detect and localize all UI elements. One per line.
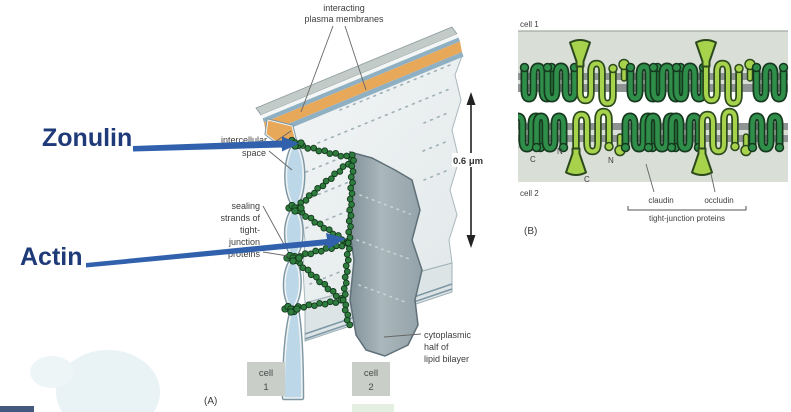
c-terminus-label: C [530, 155, 536, 164]
label-sealing-line4: junction [228, 237, 260, 247]
occludin-label: occludin [704, 196, 733, 205]
panel-b-cell2-label: cell 2 [520, 189, 539, 198]
panel-b-diagram: C N C N [518, 30, 788, 184]
label-sealing-line5: proteins [228, 249, 261, 259]
label-cytoplasmic-line2: half of [424, 342, 449, 352]
label-sealing-line2: strands of [220, 213, 260, 223]
label-interacting-line2: plasma membranes [304, 14, 384, 24]
scale-arrow: 0.6 μm [452, 92, 496, 248]
template-bar [0, 406, 34, 412]
bracket [627, 206, 747, 211]
label-intercellular-line1: intercellular [221, 135, 267, 145]
zonulin-annotation: Zonulin [42, 124, 133, 152]
annotation-arrows [86, 136, 346, 268]
actin-annotation: Actin [20, 243, 83, 271]
panel-a-labels: interacting plasma membranes intercellul… [204, 3, 472, 407]
n-terminus-label: N [557, 147, 563, 156]
panel-b-figure: cell 1 [518, 20, 791, 237]
panel-b-letter: (B) [524, 226, 537, 237]
claudin-label: claudin [648, 196, 673, 205]
tight-junction-proteins-label: tight-junction proteins [649, 214, 725, 223]
plasma-membrane-bar [255, 26, 464, 138]
actin-arrow [86, 233, 346, 268]
label-interacting-line1: interacting [323, 3, 365, 13]
label-sealing-line3: tight- [240, 225, 260, 235]
panel-a-letter: (A) [204, 396, 217, 407]
label-cytoplasmic-line3: lipid bilayer [424, 354, 469, 364]
panel-a-figure: 0.6 μm interacting plasma membranes inte… [0, 3, 496, 412]
cell2-number: 2 [368, 382, 373, 393]
decorative-blob [0, 350, 394, 412]
label-sealing-line1: sealing [231, 201, 260, 211]
label-intercellular-line2: space [242, 148, 266, 158]
label-cytoplasmic-line1: cytoplasmic [424, 330, 472, 340]
panel-b-cell1-label: cell 1 [520, 20, 539, 29]
cell1-word: cell [259, 368, 273, 379]
cell1-box: cell 1 [247, 362, 285, 396]
c-terminus-label-2: C [584, 175, 590, 184]
cell1-number: 1 [263, 382, 268, 393]
panel-b-protein-labels: claudin occludin tight-junction proteins [627, 163, 747, 223]
cytoplasmic-flap [347, 150, 423, 357]
cell2-word: cell [364, 368, 378, 379]
cell2-box: cell 2 [352, 362, 390, 396]
scale-marker-label: 0.6 μm [453, 156, 483, 167]
sealing-strand-network [281, 136, 357, 329]
zonulin-arrow [133, 136, 299, 152]
n-terminus-label-2: N [608, 156, 614, 165]
